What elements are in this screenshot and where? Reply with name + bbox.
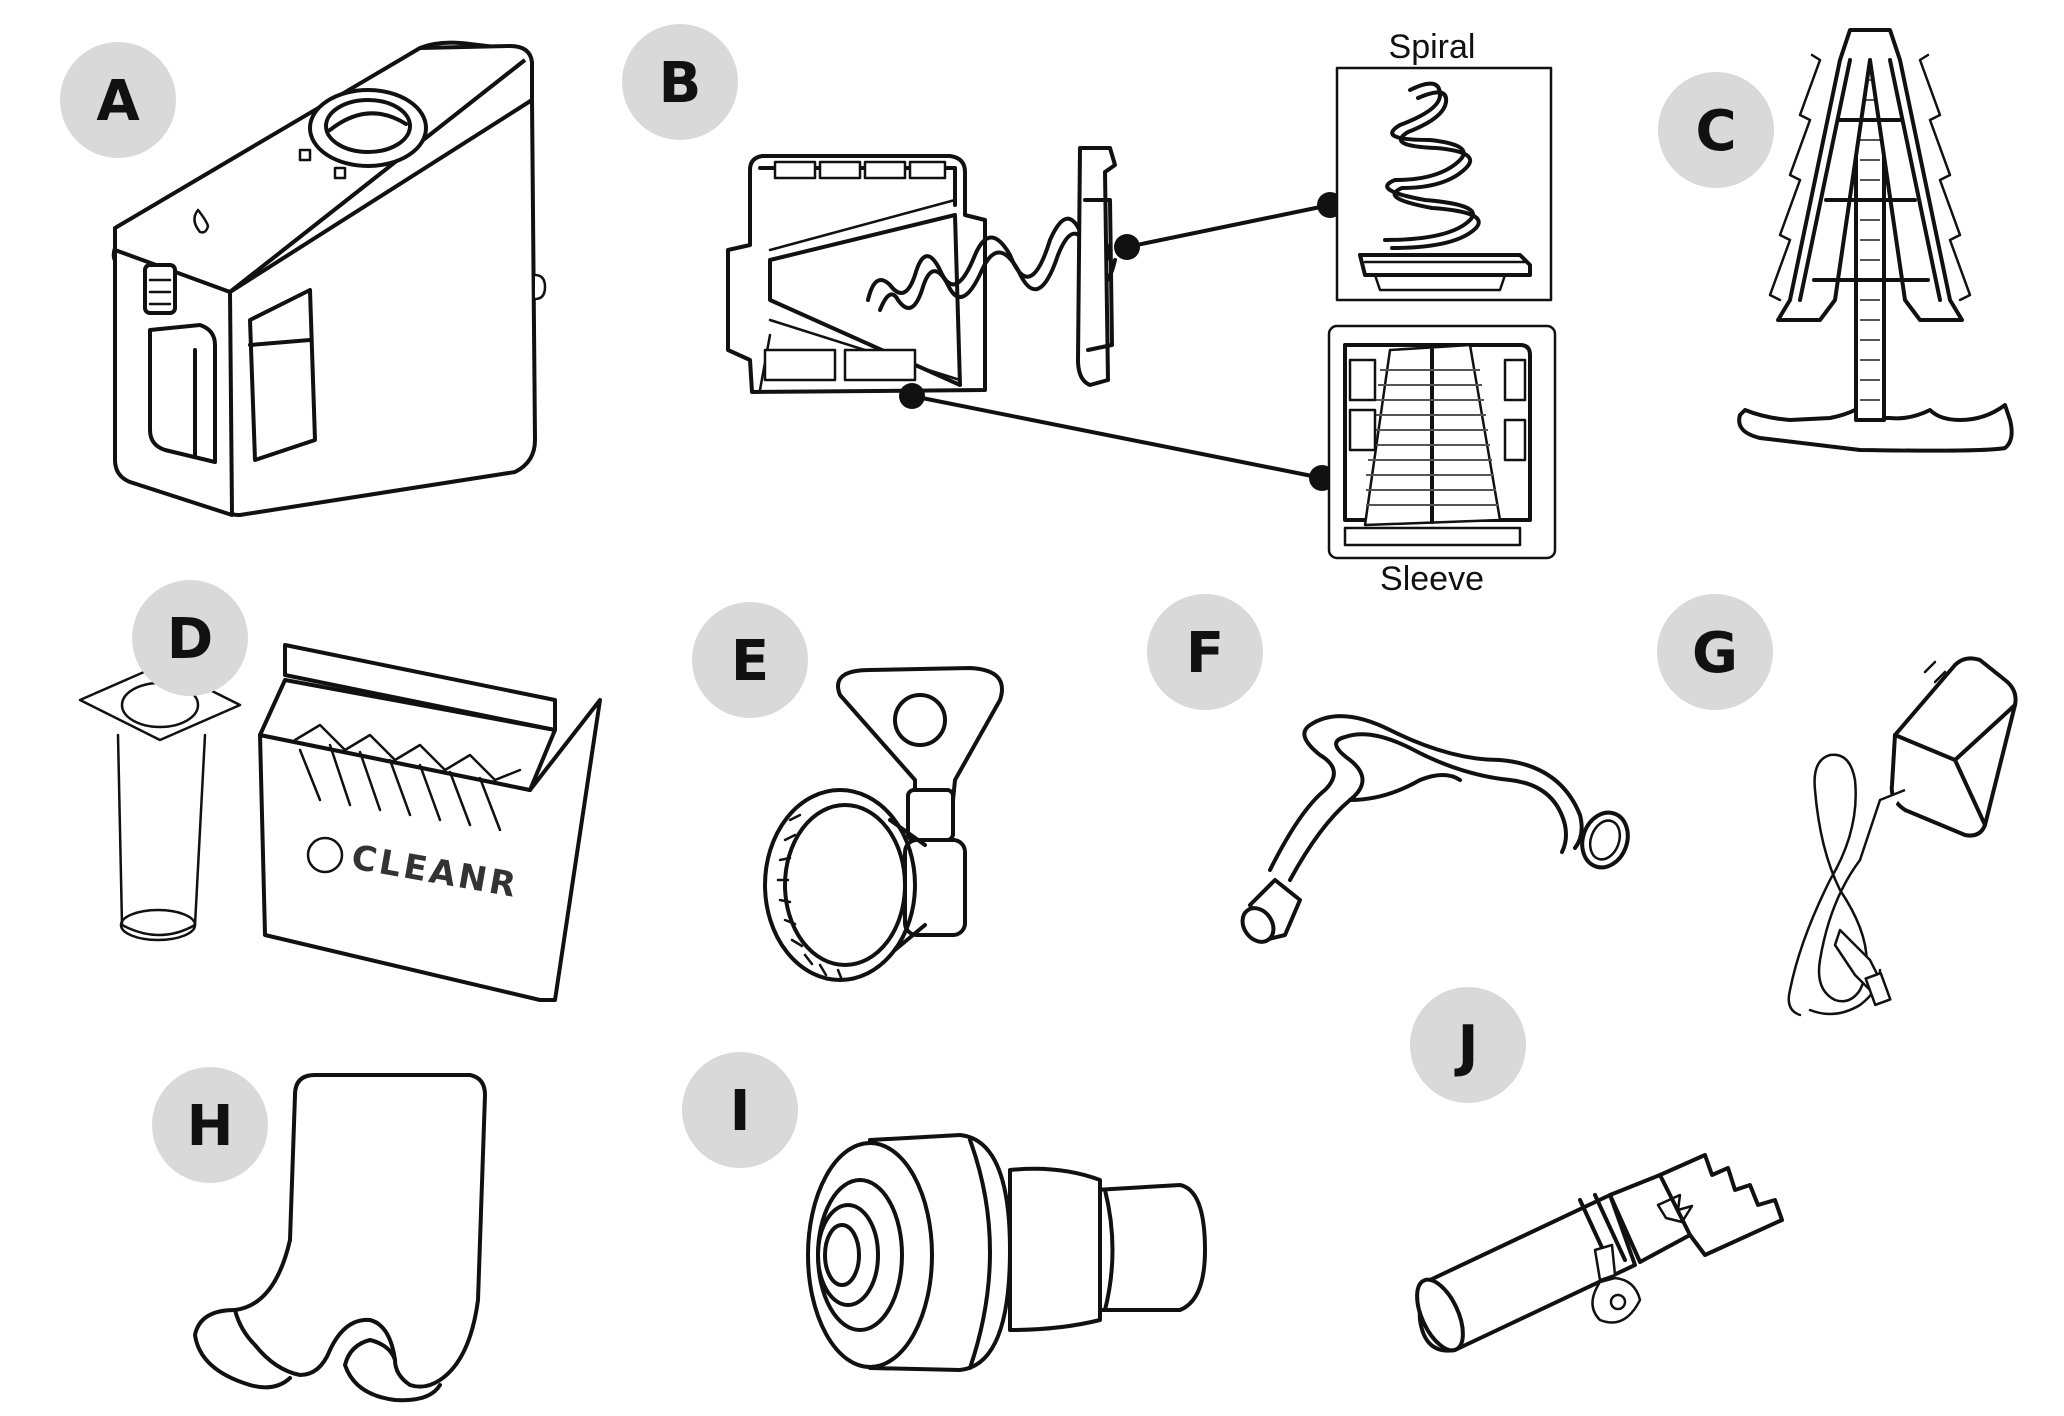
badge-g-label: G: [1692, 621, 1738, 686]
sleeve-callout-line: [910, 394, 1324, 480]
badge-e-circle: [692, 602, 808, 718]
sleeve-inset-label: Sleeve: [1380, 560, 1484, 598]
sleeve-callout-dot: [899, 383, 925, 409]
badge-j: J: [1410, 987, 1526, 1103]
sleeve-inset: Sleeve: [1327, 324, 1557, 598]
badge-c-circle: [1658, 72, 1774, 188]
badge-e-label: E: [731, 629, 769, 694]
badge-a: A: [60, 42, 176, 158]
badge-g: G: [1657, 594, 1773, 710]
badge-a-label: A: [96, 69, 140, 134]
part-i-coupling: [806, 1133, 1207, 1372]
part-g-power-adapter: [1787, 656, 2018, 1017]
spiral-inset: Spiral: [1335, 28, 1553, 302]
badge-j-label: J: [1454, 1014, 1479, 1079]
part-c-brush-stand: [1737, 28, 2014, 453]
badge-d-label: D: [167, 607, 213, 672]
badge-c: C: [1658, 72, 1774, 188]
badge-g-circle: [1657, 594, 1773, 710]
spiral-inset-label: Spiral: [1389, 28, 1476, 66]
part-f-drain-hose: [1240, 714, 1630, 944]
spiral-callout-dot: [1114, 234, 1140, 260]
badge-f: F: [1147, 594, 1263, 710]
badge-e: E: [692, 602, 808, 718]
badge-a-circle: [60, 42, 176, 158]
badge-h: H: [152, 1067, 268, 1183]
badge-f-label: F: [1186, 621, 1224, 686]
badge-f-circle: [1147, 594, 1263, 710]
badge-c-label: C: [1695, 99, 1736, 164]
part-b-filter-assembly: [726, 146, 1343, 491]
badge-d: D: [132, 580, 248, 696]
badge-b-circle: [622, 24, 738, 140]
part-e-hose-clamp: [763, 666, 1004, 982]
part-d-bags-and-box: CLEANR: [78, 643, 602, 1002]
cleanr-logo-icon: [306, 836, 344, 874]
badge-h-label: H: [187, 1094, 234, 1159]
badge-b: B: [622, 24, 738, 140]
spiral-callout-line: [1125, 203, 1332, 249]
part-h-wall-hook: [193, 1073, 487, 1403]
part-j-check-valve: [1415, 1153, 1784, 1353]
badge-i: I: [682, 1052, 798, 1168]
flow-arrow-icon: [1656, 1193, 1694, 1224]
badge-i-label: I: [730, 1079, 751, 1144]
badge-d-circle: [132, 580, 248, 696]
badge-h-circle: [152, 1067, 268, 1183]
badge-b-label: B: [659, 51, 702, 116]
badge-i-circle: [682, 1052, 798, 1168]
badge-j-circle: [1410, 987, 1526, 1103]
part-a-main-unit: [111, 40, 547, 518]
